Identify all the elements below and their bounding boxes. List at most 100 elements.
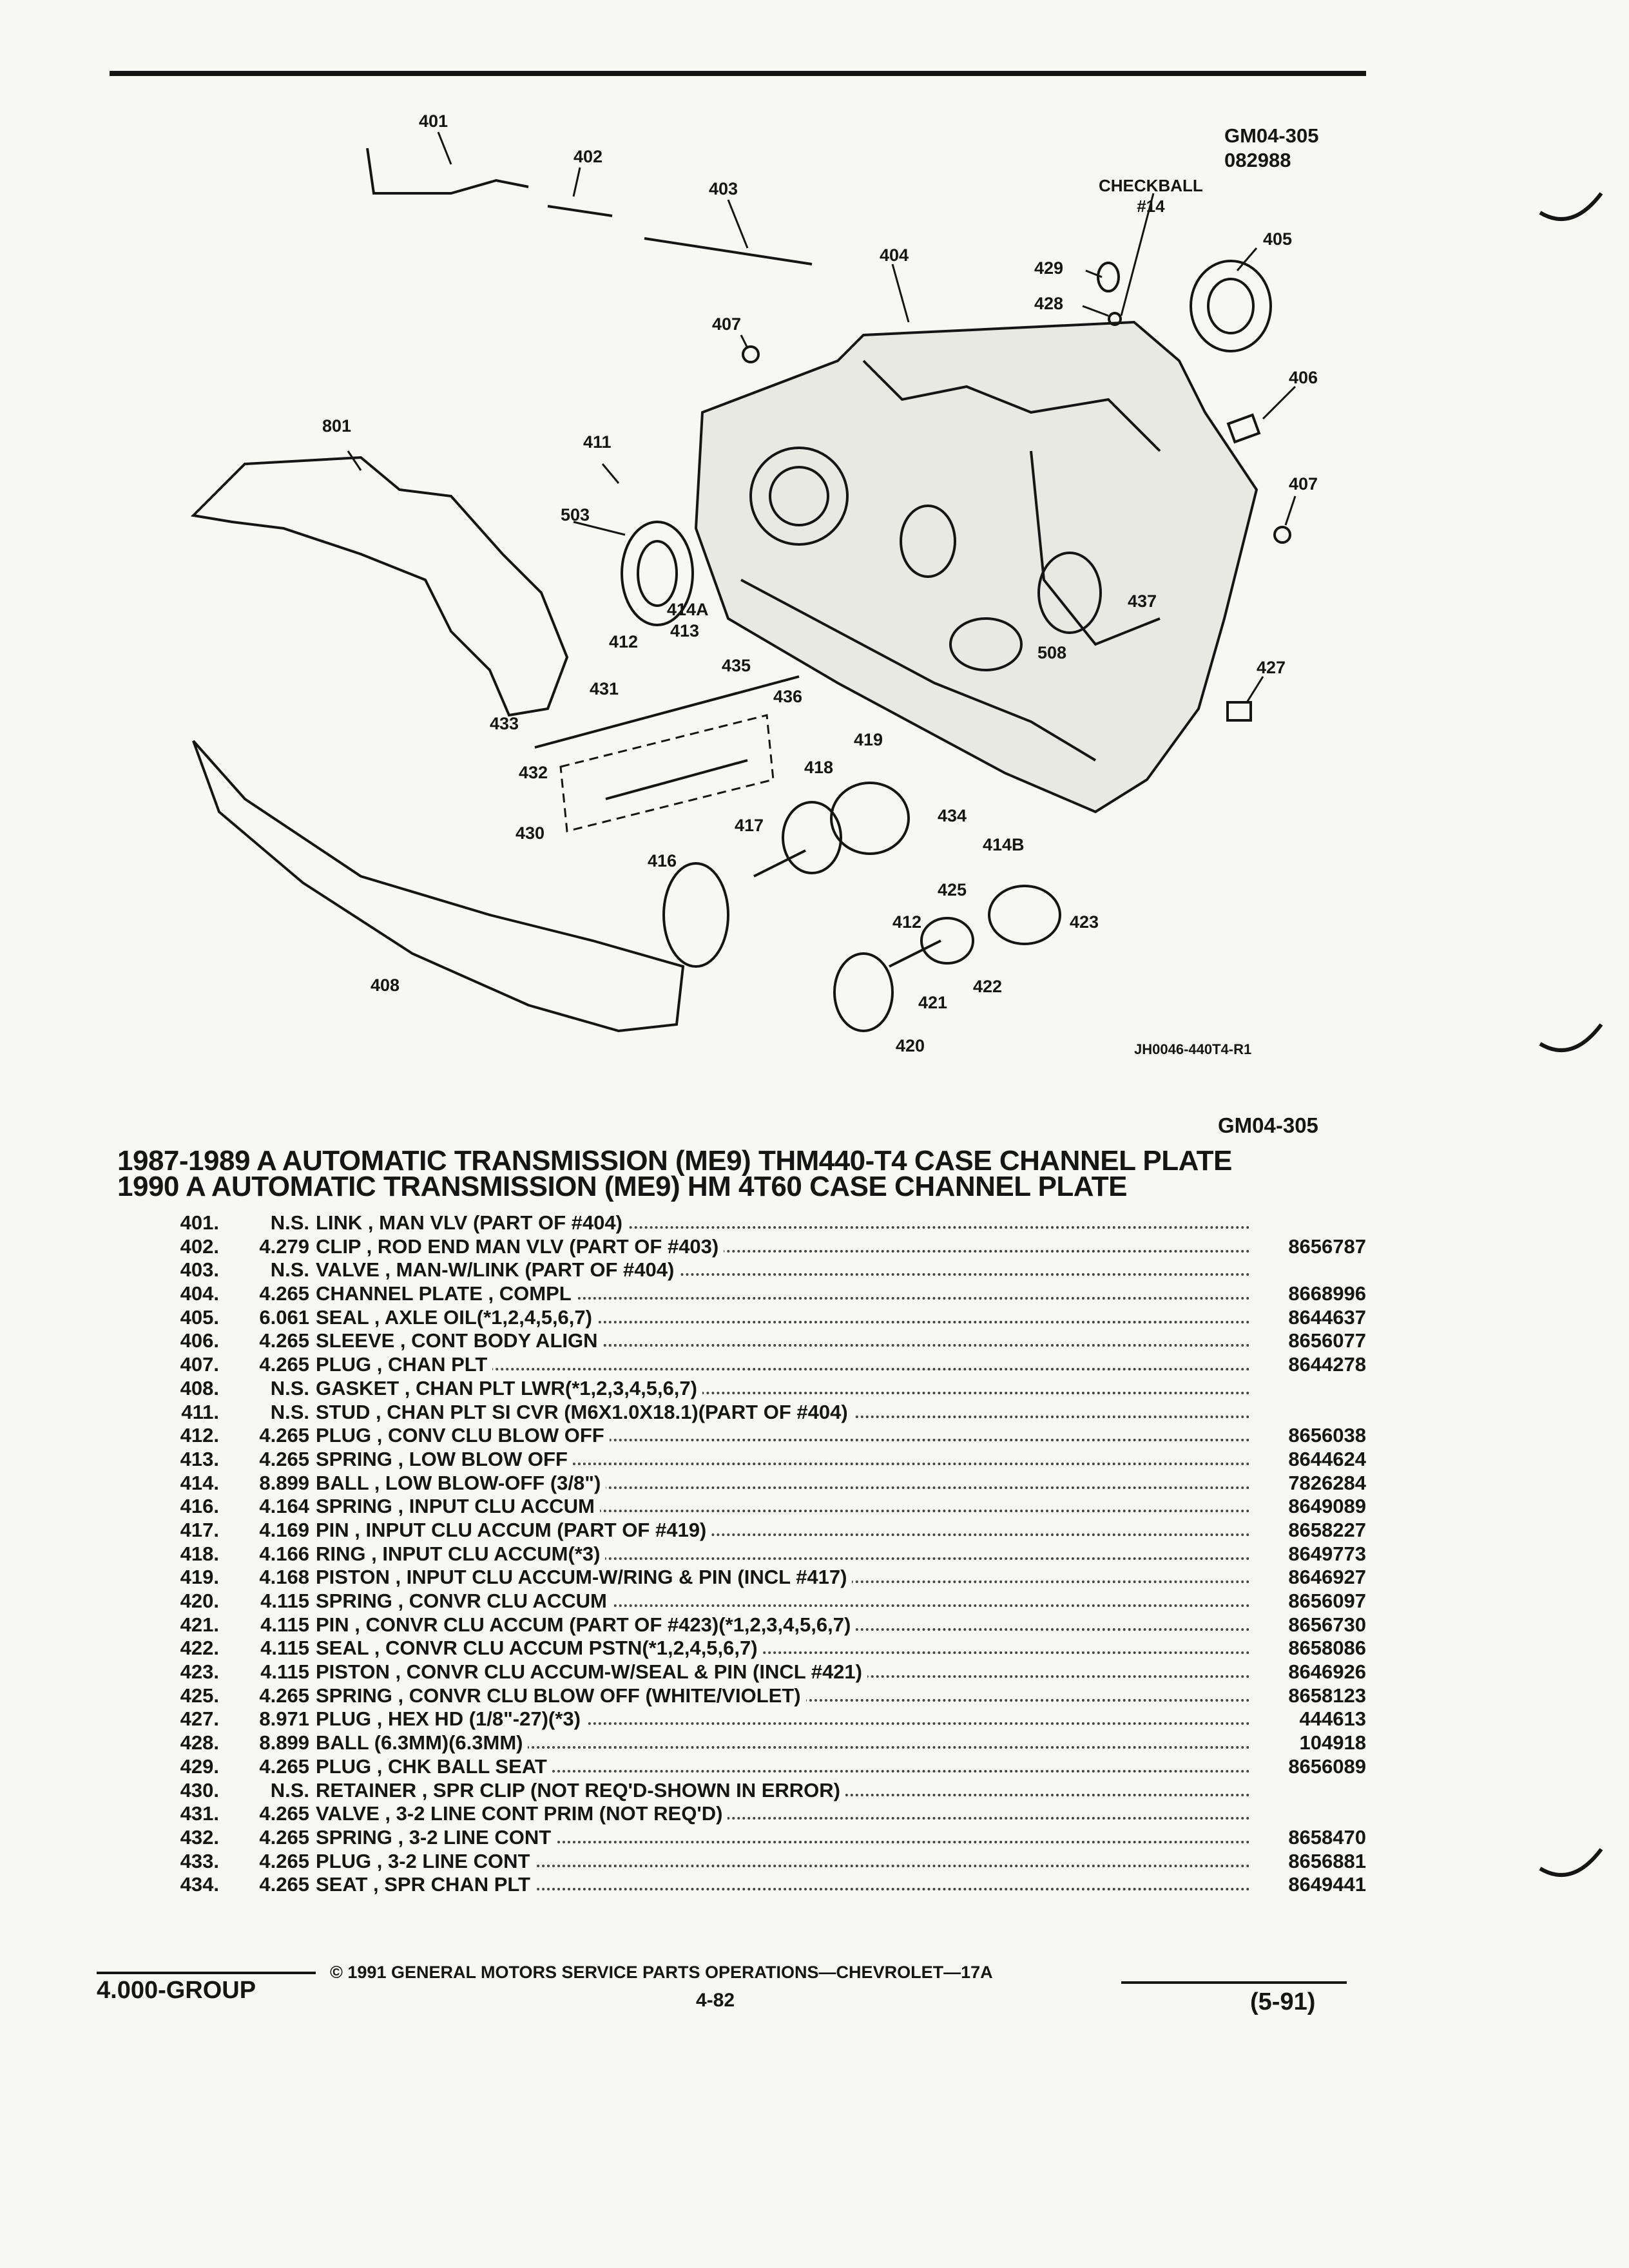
group-number: 4.265 (259, 1424, 309, 1447)
part-number-ref: 421. (180, 1613, 219, 1636)
part-number: 8644278 (1288, 1353, 1366, 1376)
svg-text:414A: 414A (667, 600, 709, 619)
part-description: SPRING , CONVR CLU BLOW OFF (WHITE/VIOLE… (316, 1684, 806, 1708)
part-description: PISTON , INPUT CLU ACCUM-W/RING & PIN (I… (316, 1566, 853, 1590)
leader-dots (316, 1769, 1250, 1773)
svg-text:408: 408 (371, 975, 400, 995)
svg-text:427: 427 (1257, 658, 1286, 677)
valve-431 (534, 675, 800, 749)
list-item: 430.N.S.RETAINER , SPR CLIP (NOT REQ'D-S… (129, 1778, 1366, 1803)
part-number: 8656097 (1288, 1590, 1366, 1612)
part-number: 8646926 (1288, 1660, 1366, 1684)
svg-text:429: 429 (1034, 258, 1063, 278)
svg-text:417: 417 (735, 816, 764, 835)
svg-text:434: 434 (938, 806, 967, 825)
group-number: 4.265 (259, 1282, 309, 1305)
group-number: 4.265 (259, 1873, 309, 1896)
part-number-ref: 431. (180, 1802, 219, 1825)
part-number: 8649773 (1288, 1542, 1366, 1565)
part-number-ref: 411. (181, 1400, 219, 1423)
part-number-ref: 403. (180, 1258, 219, 1282)
svg-text:425: 425 (938, 880, 967, 899)
part-number-ref: 427. (180, 1707, 219, 1731)
part-number-ref: 428. (180, 1731, 219, 1754)
part-number: 8644637 (1288, 1305, 1366, 1329)
plug-427 (1226, 701, 1252, 722)
part-number: 8649441 (1288, 1873, 1366, 1896)
list-item: 403.N.S.VALVE , MAN-W/LINK (PART OF #404… (129, 1258, 1366, 1283)
part-description: PIN , CONVR CLU ACCUM (PART OF #423)(*1,… (316, 1613, 856, 1637)
part-number-ref: 422. (180, 1637, 219, 1660)
svg-text:406: 406 (1289, 368, 1318, 387)
clip-402 (547, 205, 613, 217)
svg-text:402: 402 (574, 147, 602, 166)
part-description: SEAT , SPR CHAN PLT (316, 1873, 535, 1897)
part-number: 8646927 (1288, 1566, 1366, 1589)
bore-right (1037, 552, 1102, 634)
svg-text:420: 420 (896, 1036, 925, 1055)
group-number: 4.115 (260, 1590, 309, 1612)
svg-text:430: 430 (516, 823, 545, 843)
gasket-408 (192, 740, 685, 1033)
svg-text:508: 508 (1037, 643, 1066, 662)
svg-text:428: 428 (1034, 294, 1063, 313)
part-number-ref: 412. (180, 1424, 219, 1447)
part-number: 8656038 (1288, 1424, 1366, 1447)
svg-text:413: 413 (670, 621, 699, 640)
part-description: PLUG , CHK BALL SEAT (316, 1754, 552, 1779)
part-number: 8658227 (1288, 1518, 1366, 1541)
page-code: GM04-305 (1218, 1113, 1318, 1137)
part-number-ref: 414. (180, 1471, 219, 1494)
piston-423 (988, 885, 1061, 945)
svg-text:404: 404 (880, 245, 909, 265)
parts-list: 401.N.S.LINK , MAN VLV (PART OF #404)402… (129, 1211, 1366, 1897)
svg-text:422: 422 (973, 977, 1002, 996)
leader-dots (316, 1391, 1250, 1394)
group-number: 4.265 (259, 1754, 309, 1778)
group-number: 4.115 (260, 1613, 309, 1636)
leader-dots (316, 1864, 1250, 1867)
part-description: BALL , LOW BLOW-OFF (3/8") (316, 1471, 606, 1495)
part-number-ref: 405. (180, 1305, 219, 1329)
group-number: 4.265 (259, 1447, 309, 1470)
part-number: 104918 (1299, 1731, 1366, 1754)
part-description: PISTON , CONVR CLU ACCUM-W/SEAL & PIN (I… (316, 1660, 867, 1684)
part-number: 444613 (1299, 1707, 1366, 1731)
leader-dots (316, 1533, 1250, 1536)
figure-date-code: 082988 (1224, 149, 1291, 171)
part-description: GASKET , CHAN PLT LWR(*1,2,3,4,5,6,7) (316, 1376, 702, 1401)
footer-rule-right (1121, 1981, 1347, 1984)
channel-plate-body (694, 320, 1258, 814)
svg-text:411: 411 (583, 432, 612, 452)
leader-dots (316, 1722, 1250, 1725)
leader-dots (316, 1557, 1250, 1560)
part-number-ref: 408. (180, 1376, 219, 1399)
part-description: SEAL , AXLE OIL(*1,2,4,5,6,7) (316, 1305, 597, 1330)
part-number: 8656077 (1288, 1329, 1366, 1352)
group-number: 4.164 (259, 1495, 309, 1518)
part-number: 8656881 (1288, 1849, 1366, 1872)
group-number: 4.166 (259, 1542, 309, 1565)
binder-mark-icon (1539, 192, 1603, 221)
part-number-ref: 416. (180, 1495, 219, 1518)
group-number: 4.168 (259, 1566, 309, 1589)
plug-407 (1273, 526, 1291, 544)
group-number: N.S. (270, 1778, 309, 1802)
part-number: 8658470 (1288, 1825, 1366, 1849)
svg-text:405: 405 (1263, 229, 1292, 249)
leader-dots (316, 1344, 1250, 1347)
group-number: 4.115 (260, 1660, 309, 1684)
seal-503 (621, 521, 694, 626)
group-number: N.S. (270, 1211, 309, 1234)
group-number: 6.061 (259, 1305, 309, 1329)
part-description: PLUG , HEX HD (1/8"-27)(*3) (316, 1707, 586, 1732)
svg-text:435: 435 (722, 656, 751, 675)
part-description: VALVE , MAN-W/LINK (PART OF #404) (316, 1258, 680, 1283)
part-number: 8644624 (1288, 1447, 1366, 1470)
part-number-ref: 429. (180, 1754, 219, 1778)
